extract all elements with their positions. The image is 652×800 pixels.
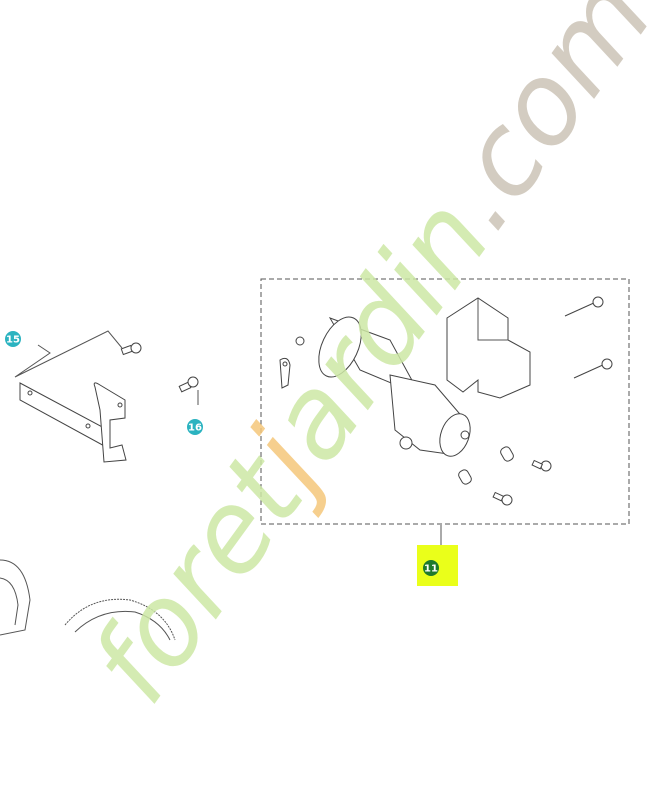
small-nut-and-terminal[interactable]: [279, 336, 305, 389]
svg-text:11: 11: [424, 564, 438, 575]
bolt-part-16[interactable]: [178, 376, 199, 405]
bolt-part-15[interactable]: [120, 342, 142, 356]
watermark: foretjardin.com: [67, 0, 652, 726]
callout-16[interactable]: 16: [187, 419, 203, 435]
svg-text:16: 16: [188, 423, 202, 434]
svg-text:15: 15: [6, 335, 20, 346]
starter-motor[interactable]: [310, 310, 476, 460]
kit-boundary-11: [260, 278, 630, 525]
dowels-and-screws[interactable]: [457, 445, 552, 506]
callout-11[interactable]: 11: [417, 545, 458, 586]
solenoid-cover[interactable]: [446, 297, 531, 399]
callout-15[interactable]: 15: [5, 331, 21, 347]
flywheel-partial: [0, 559, 176, 641]
long-bolts[interactable]: [564, 296, 613, 379]
bracket-part-15[interactable]: [14, 330, 127, 463]
